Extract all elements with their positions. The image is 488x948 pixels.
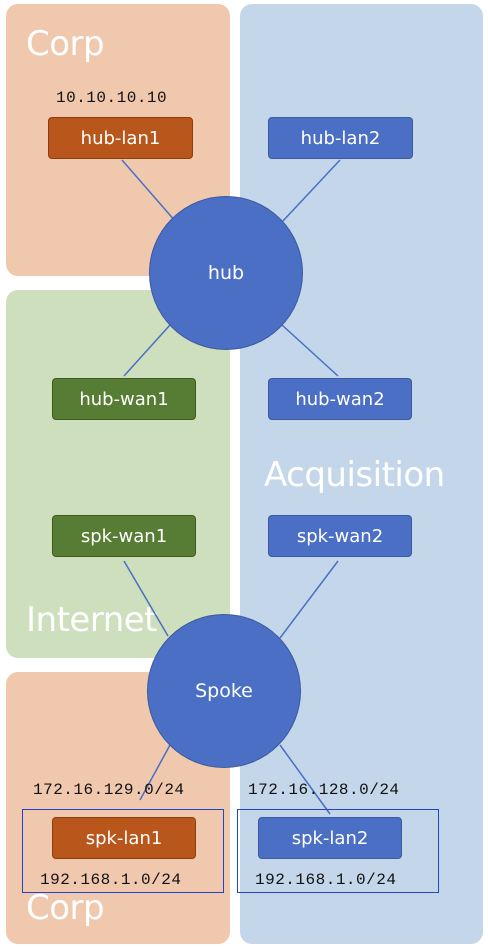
spk-lan2-node[interactable]: spk-lan2 xyxy=(258,817,402,859)
acquisition-zone xyxy=(240,4,483,944)
spk-lan1-node[interactable]: spk-lan1 xyxy=(52,817,196,859)
acquisition-zone-label: Acquisition xyxy=(264,455,445,495)
hub-lan2-node[interactable]: hub-lan2 xyxy=(268,117,413,159)
hub-lan1-node[interactable]: hub-lan1 xyxy=(48,117,193,159)
link-hub-wan1 xyxy=(123,324,171,377)
hub-router[interactable]: hub xyxy=(149,196,303,350)
link-hub-lan1 xyxy=(121,159,177,223)
hub-wan1-node[interactable]: hub-wan1 xyxy=(52,378,196,420)
spk-wan2-node[interactable]: spk-wan2 xyxy=(268,515,412,557)
corp-zone-top-label: Corp xyxy=(26,24,105,64)
spk-lan1-group-box xyxy=(22,809,224,893)
internet-zone-label: Internet xyxy=(26,600,158,640)
spk-wan1-node[interactable]: spk-wan1 xyxy=(52,515,196,557)
internet-zone xyxy=(6,290,230,658)
spk-lan1-lower-subnet: 192.168.1.0/24 xyxy=(40,871,182,889)
link-spk-lan2 xyxy=(279,744,331,815)
link-hub-lan2 xyxy=(281,159,341,223)
corp-zone-bottom-label: Corp xyxy=(26,888,105,928)
spk-lan2-lower-subnet: 192.168.1.0/24 xyxy=(255,871,397,889)
spk-lan1-upper-subnet: 172.16.129.0/24 xyxy=(33,781,185,799)
link-hub-wan2 xyxy=(281,324,339,377)
link-spk-lan1 xyxy=(139,744,171,801)
link-spk-wan1 xyxy=(123,560,169,637)
link-spk-wan2 xyxy=(279,560,339,639)
hub-lan1-address: 10.10.10.10 xyxy=(56,89,168,107)
spk-lan2-upper-subnet: 172.16.128.0/24 xyxy=(248,781,400,799)
spoke-router[interactable]: Spoke xyxy=(147,614,301,768)
hub-wan2-node[interactable]: hub-wan2 xyxy=(268,378,412,420)
spk-lan2-group-box xyxy=(237,809,439,893)
